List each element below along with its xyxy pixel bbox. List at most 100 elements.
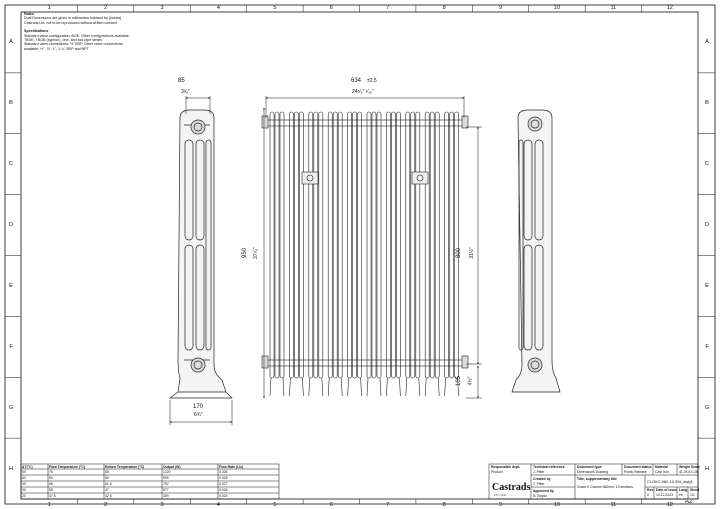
zone-column-label: 12 [666,5,673,11]
side-view-right [511,109,561,393]
dim-side-width-in: 3³⁄₈" [181,89,191,95]
zone-row-label: B [705,100,709,107]
notes-block: Notes Dual Dimensions are given in milli… [24,12,164,51]
zone-column-label: 4 [216,502,220,508]
table-cell: 30 [22,488,26,492]
zone-column-label: 11 [610,5,617,11]
tb-responsible-label: Responsible dept. [491,465,521,469]
zone-column-label: 10 [553,502,561,508]
zone-row-label: G [704,404,710,411]
zone-column-label: 8 [442,5,446,11]
tb-approved-value: N. Boydo [533,494,547,498]
table-cell: 47.5 [49,494,56,498]
zone-column-label: 10 [553,5,561,11]
table-cell: 0.024 [219,494,228,498]
radiator-section [347,111,362,397]
dim-centres: 800 [456,247,463,259]
table-cell: 75 [49,470,53,474]
zone-row-label: D [9,222,13,229]
table-cell: 40 [22,482,26,486]
zone-row-label: H [705,465,709,472]
zone-column-label: 5 [273,5,277,11]
tb-scale-value: 1:25 [691,470,698,474]
tb-date-label: Date of issue [656,488,678,492]
table-cell: 0.026 [219,488,228,492]
tb-weight-value: 41.2KG [679,470,691,474]
zone-row-label: A [9,39,13,46]
zone-column-label: 9 [499,502,503,508]
tb-rev-value: A [647,493,650,497]
dim-floor: 105 [456,375,463,387]
spec-line-4: available: ½", ¾", 1", 1-¼" BSP and NPT [24,46,89,51]
table-cell: 65 [49,482,53,486]
table-cell: 60 [22,476,26,480]
outer-frame [4,4,716,505]
radiator-section [269,111,285,397]
tb-lang-value: en [679,493,683,497]
title-block-grid [488,463,699,500]
table-cell: 1220 [163,470,171,474]
tb-lang-label: Lang. [679,488,689,492]
zone-row-label: H [9,465,13,472]
bracket-left [301,171,319,185]
zone-column-label: 3 [160,502,164,508]
tb-created-value: J. Pitter [533,482,545,486]
table-cell: 55 [49,488,53,492]
zone-row-label: E [9,282,13,289]
tb-approved-label: Approved by [533,489,554,493]
tb-sheet-value: 1/1 [690,493,695,497]
inner-frame [20,11,699,500]
radiator-section [366,111,382,397]
table-cell: 0.028 [219,476,228,480]
zone-row-label: D [705,222,709,229]
table-cell: 0.027 [219,482,228,486]
tb-material-label: Material [655,465,668,469]
zone-row-label: A [705,39,709,46]
zone-column-label: 11 [610,502,617,508]
tb-created-label: Created by [533,477,551,481]
front-view [261,111,469,397]
table-cell: 65 [105,470,109,474]
castrads-logo: Castrads [492,482,531,493]
dim-front-width: 634 [351,78,362,84]
zone-row-label: B [9,100,13,107]
tb-document-id: Cl-GIIC-960-10-EN_dwg1 [647,480,693,484]
dim-foot: 170 [193,404,204,410]
zone-column-label: 7 [386,502,390,508]
zone-column-label: 1 [47,5,51,11]
tb-technical-value: J. Pitter [533,470,545,474]
zone-row-label: F [705,343,709,350]
notes-line-2: Castrads Ltd. not to be reproduced witho… [24,20,118,25]
table-cell: 0.026 [219,470,228,474]
zone-column-label: 2 [104,5,108,11]
notes-line-1: Dual Dimensions are given in millimetres… [24,16,122,21]
zone-row-label: C [9,161,13,168]
table-cell: 999 [163,476,169,480]
table-header: Flow Rate (L/s) [219,464,244,469]
tb-status-label: Document status [624,465,652,469]
zone-column-label: 12 [666,502,673,508]
zone-column-label: 6 [329,502,333,508]
tb-doctype-value: Dimensions Drawing [577,470,609,474]
zone-column-label: 7 [386,5,390,11]
dim-foot-in: 6¾" [194,412,203,418]
zone-row-label: F [9,343,13,350]
table-header: Return Temperature (°C) [105,464,145,469]
tb-doctype-label: Document type [577,465,602,469]
table-header: Flow Temperature (°C) [49,464,85,469]
radiator-section [405,111,421,397]
radiator-section [424,111,440,397]
dim-front-tolerance: ±2.5 [367,78,377,84]
table-cell: 47 [105,488,109,492]
table-header: ΔT(°C) [22,464,33,469]
spec-line-2: TBOE, TBOB (syphon), one- and two-pipe s… [24,38,104,43]
tb-sheet-label: Sheet [690,488,700,492]
tb-date-value: 10.12.2023 [656,493,673,497]
tb-responsible-value: Product [491,470,503,474]
zone-row-label: E [705,282,709,289]
tb-paper-size: A2 [685,500,693,504]
table-cell: 577 [163,488,169,492]
tb-technical-label: Technical reference [533,465,565,469]
bracket-right-boss [416,174,424,182]
